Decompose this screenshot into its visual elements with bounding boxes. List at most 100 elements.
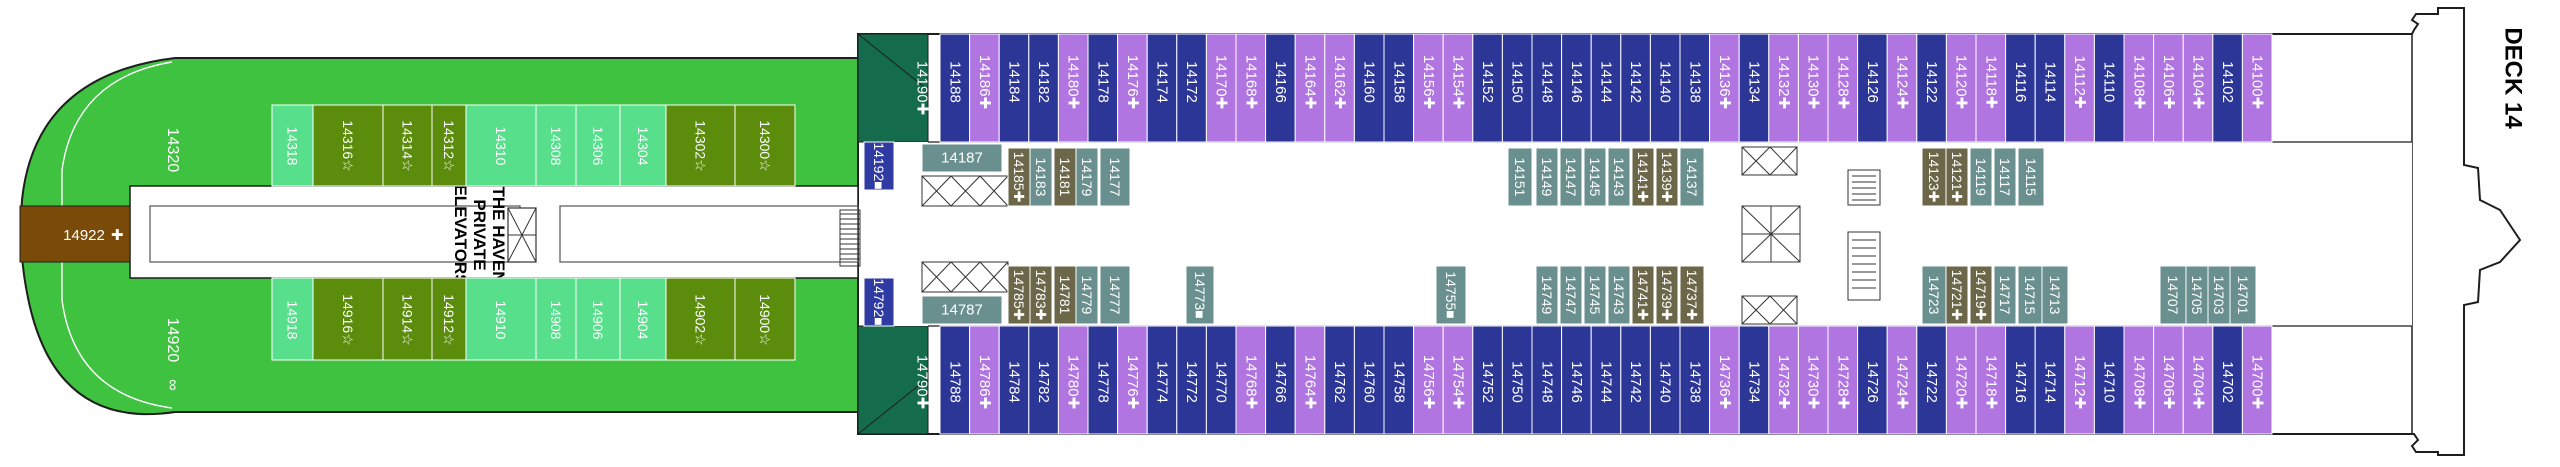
cabin-14117[interactable] — [1993, 147, 2017, 207]
cabin-14788[interactable] — [939, 325, 971, 435]
cabin-14118[interactable] — [1975, 33, 2007, 143]
cabin-14126[interactable] — [1857, 33, 1888, 143]
cabin-14160[interactable] — [1353, 33, 1385, 143]
cabin-14187[interactable] — [921, 143, 1003, 173]
cabin-14918[interactable] — [271, 277, 314, 361]
cabin-14119[interactable] — [1969, 147, 1993, 207]
cabin-14778[interactable] — [1087, 325, 1119, 435]
cabin-14186[interactable] — [969, 33, 1000, 143]
cabin-14134[interactable] — [1738, 33, 1770, 143]
cabin-14912[interactable] — [431, 277, 467, 361]
cabin-14741[interactable] — [1631, 265, 1655, 325]
cabin-14142[interactable] — [1620, 33, 1651, 143]
cabin-14740[interactable] — [1649, 325, 1681, 435]
cabin-14318[interactable] — [271, 104, 314, 187]
cabin-14714[interactable] — [2034, 325, 2066, 435]
cabin-14149[interactable] — [1535, 147, 1559, 207]
cabin-14764[interactable] — [1294, 325, 1326, 435]
cabin-14904[interactable] — [619, 277, 667, 361]
cabin-14724[interactable] — [1886, 325, 1918, 435]
cabin-14116[interactable] — [2005, 33, 2036, 143]
cabin-14122[interactable] — [1916, 33, 1947, 143]
cabin-14718[interactable] — [1975, 325, 2007, 435]
cabin-14749[interactable] — [1535, 265, 1559, 325]
cabin-14721[interactable] — [1945, 265, 1969, 325]
cabin-14902[interactable] — [665, 277, 736, 361]
cabin-14747[interactable] — [1559, 265, 1583, 325]
cabin-14178[interactable] — [1087, 33, 1119, 143]
cabin-14922[interactable] — [19, 205, 131, 263]
cabin-14704[interactable] — [2182, 325, 2214, 435]
cabin-14783[interactable] — [1029, 265, 1053, 325]
cabin-14138[interactable] — [1679, 33, 1711, 143]
cabin-14746[interactable] — [1561, 325, 1592, 435]
cabin-14743[interactable] — [1607, 265, 1631, 325]
cabin-14144[interactable] — [1590, 33, 1622, 143]
cabin-14123[interactable] — [1921, 147, 1947, 207]
cabin-14732[interactable] — [1768, 325, 1799, 435]
cabin-14130[interactable] — [1797, 33, 1829, 143]
cabin-14739[interactable] — [1655, 265, 1679, 325]
cabin-14745[interactable] — [1583, 265, 1607, 325]
cabin-14713[interactable] — [2041, 265, 2069, 325]
cabin-14158[interactable] — [1383, 33, 1415, 143]
cabin-14132[interactable] — [1768, 33, 1799, 143]
cabin-14707[interactable] — [2159, 265, 2187, 325]
cabin-14700[interactable] — [2241, 325, 2273, 435]
cabin-14145[interactable] — [1583, 147, 1607, 207]
cabin-14102[interactable] — [2212, 33, 2243, 143]
cabin-14728[interactable] — [1827, 325, 1859, 435]
cabin-14184[interactable] — [998, 33, 1030, 143]
cabin-14712[interactable] — [2064, 325, 2095, 435]
cabin-14121[interactable] — [1945, 147, 1969, 207]
cabin-14701[interactable] — [2229, 265, 2257, 325]
cabin-14906[interactable] — [575, 277, 621, 361]
cabin-14112[interactable] — [2064, 33, 2095, 143]
cabin-14774[interactable] — [1146, 325, 1178, 435]
cabin-14710[interactable] — [2093, 325, 2125, 435]
cabin-14779[interactable] — [1075, 265, 1099, 325]
cabin-14108[interactable] — [2123, 33, 2155, 143]
cabin-14758[interactable] — [1383, 325, 1415, 435]
cabin-14766[interactable] — [1265, 325, 1296, 435]
cabin-14154[interactable] — [1442, 33, 1474, 143]
cabin-14170[interactable] — [1205, 33, 1237, 143]
cabin-14752[interactable] — [1472, 325, 1503, 435]
cabin-14143[interactable] — [1607, 147, 1631, 207]
cabin-14722[interactable] — [1916, 325, 1947, 435]
cabin-14110[interactable] — [2093, 33, 2125, 143]
cabin-14120[interactable] — [1945, 33, 1977, 143]
cabin-14755[interactable] — [1435, 265, 1467, 325]
cabin-14176[interactable] — [1117, 33, 1148, 143]
cabin-14188[interactable] — [939, 33, 971, 143]
cabin-14726[interactable] — [1857, 325, 1888, 435]
cabin-14784[interactable] — [998, 325, 1030, 435]
cabin-14314[interactable] — [382, 104, 433, 187]
cabin-14708[interactable] — [2123, 325, 2155, 435]
cabin-14137[interactable] — [1679, 147, 1705, 207]
cabin-14738[interactable] — [1679, 325, 1711, 435]
cabin-14787[interactable] — [921, 295, 1003, 325]
cabin-14750[interactable] — [1501, 325, 1533, 435]
cabin-14147[interactable] — [1559, 147, 1583, 207]
cabin-14786[interactable] — [969, 325, 1000, 435]
cabin-14183[interactable] — [1029, 147, 1053, 207]
cabin-14104[interactable] — [2182, 33, 2214, 143]
cabin-14177[interactable] — [1099, 147, 1131, 207]
cabin-14754[interactable] — [1442, 325, 1474, 435]
cabin-14115[interactable] — [2017, 147, 2045, 207]
cabin-14100[interactable] — [2241, 33, 2273, 143]
cabin-14792[interactable] — [863, 277, 895, 327]
cabin-14916[interactable] — [312, 277, 384, 361]
cabin-14151[interactable] — [1507, 147, 1533, 207]
cabin-14715[interactable] — [2017, 265, 2043, 325]
cabin-14316[interactable] — [312, 104, 384, 187]
cabin-14776[interactable] — [1117, 325, 1148, 435]
cabin-14162[interactable] — [1324, 33, 1355, 143]
cabin-14172[interactable] — [1176, 33, 1207, 143]
cabin-14174[interactable] — [1146, 33, 1178, 143]
cabin-14128[interactable] — [1827, 33, 1859, 143]
cabin-14730[interactable] — [1797, 325, 1829, 435]
cabin-14168[interactable] — [1235, 33, 1267, 143]
cabin-14702[interactable] — [2212, 325, 2243, 435]
